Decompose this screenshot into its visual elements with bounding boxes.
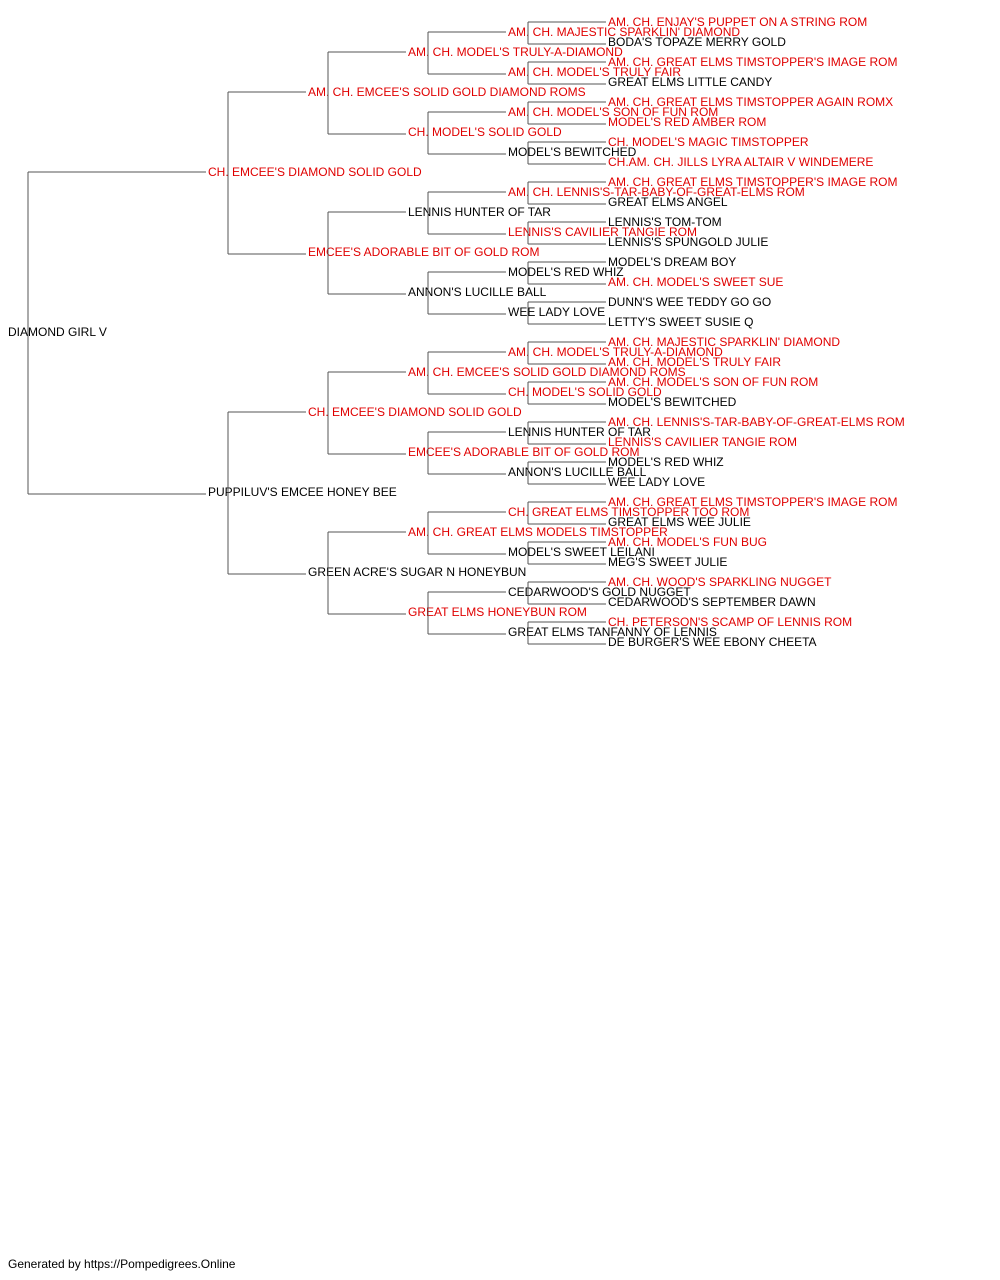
label-background: [507, 424, 653, 441]
ancestor-name: AM. CH. MODEL'S TRULY-A-DIAMOND: [408, 45, 623, 59]
label-background: [507, 384, 663, 401]
ancestor-name: LENNIS'S CAVILIER TANGIE ROM: [608, 435, 797, 449]
ancestor-name: ANNON'S LUCILLE BALL: [508, 465, 647, 479]
ancestor-name: DUNN'S WEE TEDDY GO GO: [608, 295, 771, 309]
ancestor-name: AM. CH. MAJESTIC SPARKLIN' DIAMOND: [608, 335, 840, 349]
ancestor-name: AM. CH. MODEL'S SON OF FUN ROM: [608, 375, 818, 389]
ancestor-name: WEE LADY LOVE: [608, 475, 705, 489]
label-background: [407, 604, 588, 621]
ancestor-name: AM. CH. LENNIS'S-TAR-BABY-OF-GREAT-ELMS …: [608, 415, 905, 429]
ancestor-name: AM. CH. GREAT ELMS MODELS TIMSTOPPER: [408, 525, 668, 539]
ancestor-name: CH. MODEL'S SOLID GOLD: [508, 385, 662, 399]
ancestor-name: MEG'S SWEET JULIE: [608, 555, 727, 569]
ancestor-name: AM. CH. EMCEE'S SOLID GOLD DIAMOND ROMS: [308, 85, 586, 99]
label-background: [407, 204, 553, 221]
ancestor-name: LENNIS HUNTER OF TAR: [408, 205, 551, 219]
ancestor-name: LENNIS'S SPUNGOLD JULIE: [608, 235, 768, 249]
ancestor-name: AM. CH. GREAT ELMS TIMSTOPPER'S IMAGE RO…: [608, 495, 897, 509]
ancestor-name: AM. CH. GREAT ELMS TIMSTOPPER AGAIN ROMX: [608, 95, 893, 109]
ancestor-name: CH. MODEL'S SOLID GOLD: [408, 125, 562, 139]
ancestor-name: LETTY'S SWEET SUSIE Q: [608, 315, 753, 329]
ancestor-name: AM. CH. MODEL'S TRULY-A-DIAMOND: [508, 345, 723, 359]
ancestor-name: AM. CH. LENNIS'S-TAR-BABY-OF-GREAT-ELMS …: [508, 185, 805, 199]
label-background: [507, 224, 699, 241]
ancestor-name: CH. MODEL'S MAGIC TIMSTOPPER: [608, 135, 809, 149]
label-background: [207, 484, 398, 501]
ancestor-name: ANNON'S LUCILLE BALL: [408, 285, 547, 299]
ancestor-name: MODEL'S DREAM BOY: [608, 255, 736, 269]
label-background: [507, 64, 683, 81]
label-background: [507, 464, 648, 481]
ancestor-name: MODEL'S RED WHIZ: [508, 265, 624, 279]
ancestor-name: EMCEE'S ADORABLE BIT OF GOLD ROM: [408, 445, 639, 459]
ancestor-name: MODEL'S RED WHIZ: [608, 455, 724, 469]
ancestor-name: CEDARWOOD'S GOLD NUGGET: [508, 585, 691, 599]
subject-dog-name: DIAMOND GIRL V: [8, 325, 107, 339]
label-background: [507, 184, 806, 201]
label-background: [407, 284, 548, 301]
label-background: [407, 364, 687, 381]
label-background: [507, 24, 742, 41]
label-background: [307, 84, 587, 101]
ancestor-name: LENNIS'S CAVILIER TANGIE ROM: [508, 225, 697, 239]
label-background: [407, 524, 670, 541]
ancestor-name: GREAT ELMS HONEYBUN ROM: [408, 605, 587, 619]
label-background: [507, 504, 751, 521]
ancestor-name: GREAT ELMS WEE JULIE: [608, 515, 751, 529]
ancestor-name: CH. GREAT ELMS TIMSTOPPER TOO ROM: [508, 505, 749, 519]
ancestor-name: MODEL'S SWEET LEILANI: [508, 545, 655, 559]
ancestor-name: CH. EMCEE'S DIAMOND SOLID GOLD: [208, 165, 422, 179]
ancestor-name: GREAT ELMS LITTLE CANDY: [608, 75, 772, 89]
ancestor-name: AM. CH. GREAT ELMS TIMSTOPPER'S IMAGE RO…: [608, 175, 897, 189]
label-background: [507, 344, 725, 361]
label-background: [507, 304, 607, 321]
ancestor-name: PUPPILUV'S EMCEE HONEY BEE: [208, 485, 397, 499]
ancestor-name: MODEL'S BEWITCHED: [608, 395, 737, 409]
ancestor-name: AM. CH. MAJESTIC SPARKLIN' DIAMOND: [508, 25, 740, 39]
ancestor-name: CEDARWOOD'S SEPTEMBER DAWN: [608, 595, 816, 609]
ancestor-name: DE BURGER'S WEE EBONY CHEETA: [608, 635, 817, 649]
ancestor-name: AM. CH. ENJAY'S PUPPET ON A STRING ROM: [608, 15, 867, 29]
label-background: [507, 264, 625, 281]
ancestor-name: CH. PETERSON'S SCAMP OF LENNIS ROM: [608, 615, 852, 629]
ancestor-name: AM. CH. MODEL'S SWEET SUE: [608, 275, 783, 289]
ancestor-name: GREEN ACRE'S SUGAR N HONEYBUN: [308, 565, 526, 579]
label-background: [307, 244, 541, 261]
ancestor-name: WEE LADY LOVE: [508, 305, 605, 319]
ancestor-name: AM. CH. WOOD'S SPARKLING NUGGET: [608, 575, 832, 589]
label-background: [507, 144, 638, 161]
label-background: [307, 564, 528, 581]
label-background: [207, 164, 423, 181]
ancestor-name: BODA'S TOPAZE MERRY GOLD: [608, 35, 786, 49]
ancestor-name: LENNIS'S TOM-TOM: [608, 215, 722, 229]
ancestor-name: GREAT ELMS ANGEL: [608, 195, 728, 209]
ancestor-name: AM. CH. MODEL'S TRULY FAIR: [608, 355, 781, 369]
label-background: [7, 324, 108, 341]
ancestor-name: AM. CH. MODEL'S TRULY FAIR: [508, 65, 681, 79]
label-background: [507, 104, 720, 121]
ancestor-name: EMCEE'S ADORABLE BIT OF GOLD ROM: [308, 245, 539, 259]
ancestor-name: AM. CH. MODEL'S FUN BUG: [608, 535, 767, 549]
ancestor-name: AM. CH. MODEL'S SON OF FUN ROM: [508, 105, 718, 119]
ancestor-name: LENNIS HUNTER OF TAR: [508, 425, 651, 439]
ancestor-name: MODEL'S BEWITCHED: [508, 145, 637, 159]
footer-credit: Generated by https://Pompedigrees.Online: [8, 1257, 236, 1271]
label-background: [307, 404, 523, 421]
label-background: [407, 124, 563, 141]
ancestor-name: AM. CH. EMCEE'S SOLID GOLD DIAMOND ROMS: [408, 365, 686, 379]
ancestor-name: MODEL'S RED AMBER ROM: [608, 115, 766, 129]
label-background: [507, 544, 656, 561]
label-background: [407, 44, 625, 61]
ancestor-name: CH. EMCEE'S DIAMOND SOLID GOLD: [308, 405, 522, 419]
label-background: [407, 444, 641, 461]
label-background: [507, 624, 718, 641]
label-background: [507, 584, 693, 601]
ancestor-name: CH.AM. CH. JILLS LYRA ALTAIR V WINDEMERE: [608, 155, 873, 169]
ancestor-name: AM. CH. GREAT ELMS TIMSTOPPER'S IMAGE RO…: [608, 55, 897, 69]
ancestor-name: GREAT ELMS TANFANNY OF LENNIS: [508, 625, 717, 639]
